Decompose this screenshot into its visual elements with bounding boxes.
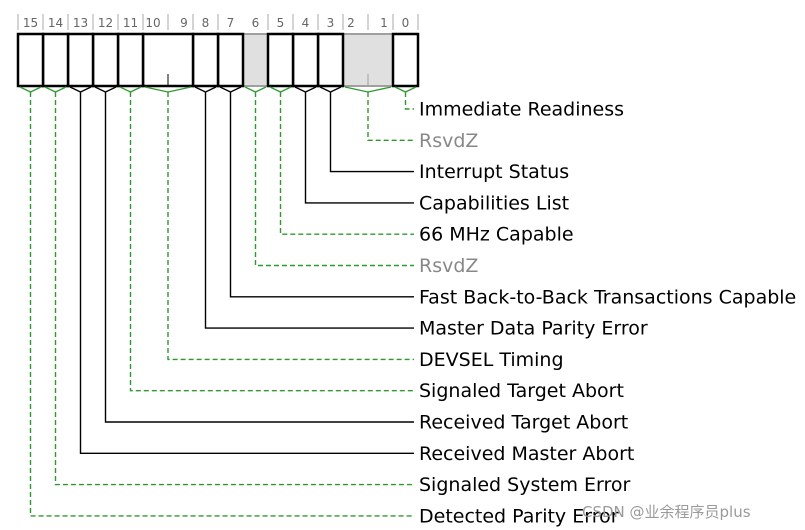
bit-number-5: 5 — [277, 16, 285, 30]
leader-line — [54, 92, 414, 486]
register-cell-3 — [316, 32, 345, 88]
field-bracket — [294, 86, 317, 93]
field-label: RsvdZ — [419, 255, 478, 277]
bit-number-12: 12 — [98, 16, 113, 30]
field-bracket — [244, 86, 267, 93]
register-cell-0 — [391, 32, 420, 88]
bit-number-8: 8 — [202, 16, 210, 30]
field-label: Received Master Abort — [419, 443, 634, 465]
leader-line — [229, 92, 414, 298]
field-label: Signaled System Error — [419, 474, 631, 496]
bit-number-11: 11 — [123, 16, 138, 30]
register-cells — [16, 32, 420, 88]
field-label: Detected Parity Error — [419, 505, 619, 527]
bit-number-6: 6 — [252, 16, 260, 30]
register-cell-11 — [116, 32, 145, 88]
field-bracket — [194, 86, 217, 93]
register-cell-5 — [266, 32, 295, 88]
bit-number-10: 10 — [145, 16, 160, 30]
leader-line — [167, 92, 414, 361]
field-label: Received Target Abort — [419, 412, 628, 434]
field-leader-lines — [19, 86, 417, 517]
bit-number-3: 3 — [327, 16, 335, 30]
register-cell-4 — [291, 32, 320, 88]
bit-number-15: 15 — [23, 16, 38, 30]
leader-line — [279, 92, 414, 235]
bit-number-9: 9 — [180, 16, 188, 30]
leader-line — [79, 92, 414, 454]
field-bracket — [269, 86, 292, 93]
leader-line — [329, 92, 414, 173]
watermark: CSDN @业余程序员plus — [582, 503, 751, 521]
field-label: Capabilities List — [419, 192, 569, 214]
field-label: RsvdZ — [419, 130, 478, 152]
field-label: Immediate Readiness — [419, 99, 624, 121]
register-cell-14 — [41, 32, 70, 88]
bit-number-13: 13 — [73, 16, 88, 30]
field-label: Interrupt Status — [419, 161, 569, 183]
field-bracket — [94, 86, 117, 93]
field-bracket — [319, 86, 342, 93]
bit-number-2: 2 — [347, 16, 355, 30]
field-label: Fast Back-to-Back Transactions Capable — [419, 286, 796, 308]
register-cell-7 — [216, 32, 245, 88]
leader-line — [204, 92, 414, 329]
field-label: 66 MHz Capable — [419, 224, 574, 246]
register-cell-13 — [66, 32, 95, 88]
leader-line — [29, 92, 414, 517]
field-bracket — [344, 86, 392, 93]
field-bracket — [19, 86, 42, 93]
leader-line — [367, 92, 414, 142]
leader-line — [104, 92, 414, 423]
field-bracket — [219, 86, 242, 93]
bit-number-14: 14 — [48, 16, 63, 30]
field-label: DEVSEL Timing — [419, 349, 564, 371]
register-cell-6 — [242, 33, 269, 87]
bit-number-0: 0 — [402, 16, 410, 30]
field-label: Master Data Parity Error — [419, 318, 648, 340]
leader-line — [254, 92, 414, 267]
register-cell-8 — [191, 32, 220, 88]
field-bracket — [44, 86, 67, 93]
field-label: Signaled Target Abort — [419, 380, 624, 402]
field-bracket — [144, 86, 192, 93]
bit-number-1: 1 — [380, 16, 388, 30]
bit-number-4: 4 — [302, 16, 310, 30]
field-bracket — [69, 86, 92, 93]
bit-number-7: 7 — [227, 16, 235, 30]
field-bracket — [394, 86, 417, 93]
register-cell-15 — [16, 32, 45, 88]
leader-line — [129, 92, 414, 392]
leader-line — [404, 92, 414, 110]
leader-line — [304, 92, 414, 204]
register-cell-12 — [91, 32, 120, 88]
field-bracket — [119, 86, 142, 93]
